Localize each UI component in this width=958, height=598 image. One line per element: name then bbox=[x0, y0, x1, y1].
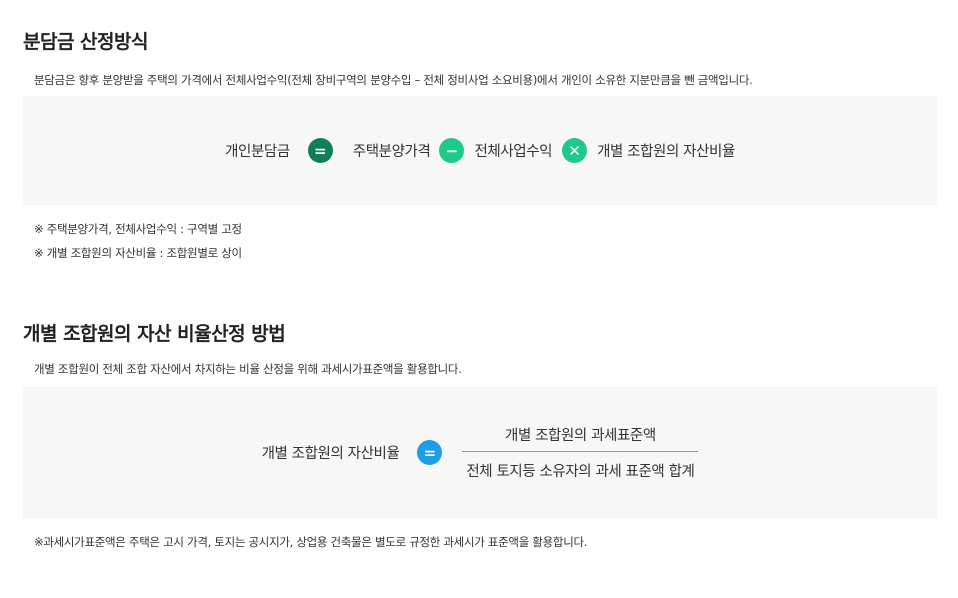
notes-list: ※ 주택분양가격, 전체사업수익 : 구역별 고정 ※ 개별 조합원의 자산비율… bbox=[34, 217, 937, 265]
equals-icon: = bbox=[307, 138, 333, 163]
section-contribution-method: 분담금 산정방식 분담금은 향후 분양받을 주택의 가격에서 전체사업수익(전체… bbox=[23, 28, 937, 265]
section-title: 개별 조합원의 자산 비율산정 방법 bbox=[23, 323, 286, 345]
notes-list: ※과세시가표준액은 주택은 고시 가격, 토지는 공시지가, 상업용 건축물은 … bbox=[34, 530, 937, 554]
formula-term-total-profit: 전체사업수익 bbox=[474, 144, 553, 160]
section-description: 분담금은 향후 분양받을 주택의 가격에서 전체사업수익(전체 장비구역의 분양… bbox=[34, 73, 753, 87]
fraction-denominator: 전체 토지등 소유자의 과세 표준액 합계 bbox=[466, 464, 695, 480]
note-item: ※ 개별 조합원의 자산비율 : 조합원별로 상이 bbox=[34, 246, 242, 260]
section-description: 개별 조합원이 전체 조합 자산에서 차지하는 비율 산정을 위해 과세시가표준… bbox=[34, 362, 462, 376]
fraction-divider bbox=[462, 451, 699, 452]
section-asset-ratio-method: 개별 조합원의 자산 비율산정 방법 개별 조합원이 전체 조합 자산에서 차지… bbox=[23, 320, 937, 554]
formula-result: 개별 조합원의 자산비율 bbox=[261, 446, 400, 462]
section-title: 분담금 산정방식 bbox=[23, 31, 148, 53]
equals-icon: = bbox=[417, 440, 443, 465]
formula-box: 개별 조합원의 자산비율 = 개별 조합원의 과세표준액 전체 토지등 소유자의… bbox=[23, 387, 937, 518]
fraction-numerator: 개별 조합원의 과세표준액 bbox=[505, 428, 656, 444]
note-item: ※ 주택분양가격, 전체사업수익 : 구역별 고정 bbox=[34, 222, 242, 236]
minus-icon: − bbox=[439, 138, 465, 163]
formula-result: 개인분담금 bbox=[225, 144, 290, 160]
note-item: ※과세시가표준액은 주택은 고시 가격, 토지는 공시지가, 상업용 건축물은 … bbox=[34, 535, 588, 549]
fraction: 개별 조합원의 과세표준액 전체 토지등 소유자의 과세 표준액 합계 bbox=[462, 424, 699, 481]
multiply-icon: ✕ bbox=[562, 138, 588, 163]
formula-term-asset-ratio: 개별 조합원의 자산비율 bbox=[597, 144, 735, 160]
formula-term-housing-price: 주택분양가격 bbox=[352, 144, 431, 160]
formula-box: 개인분담금 = 주택분양가격 − 전체사업수익 ✕ 개별 조합원의 자산비율 bbox=[23, 96, 937, 205]
